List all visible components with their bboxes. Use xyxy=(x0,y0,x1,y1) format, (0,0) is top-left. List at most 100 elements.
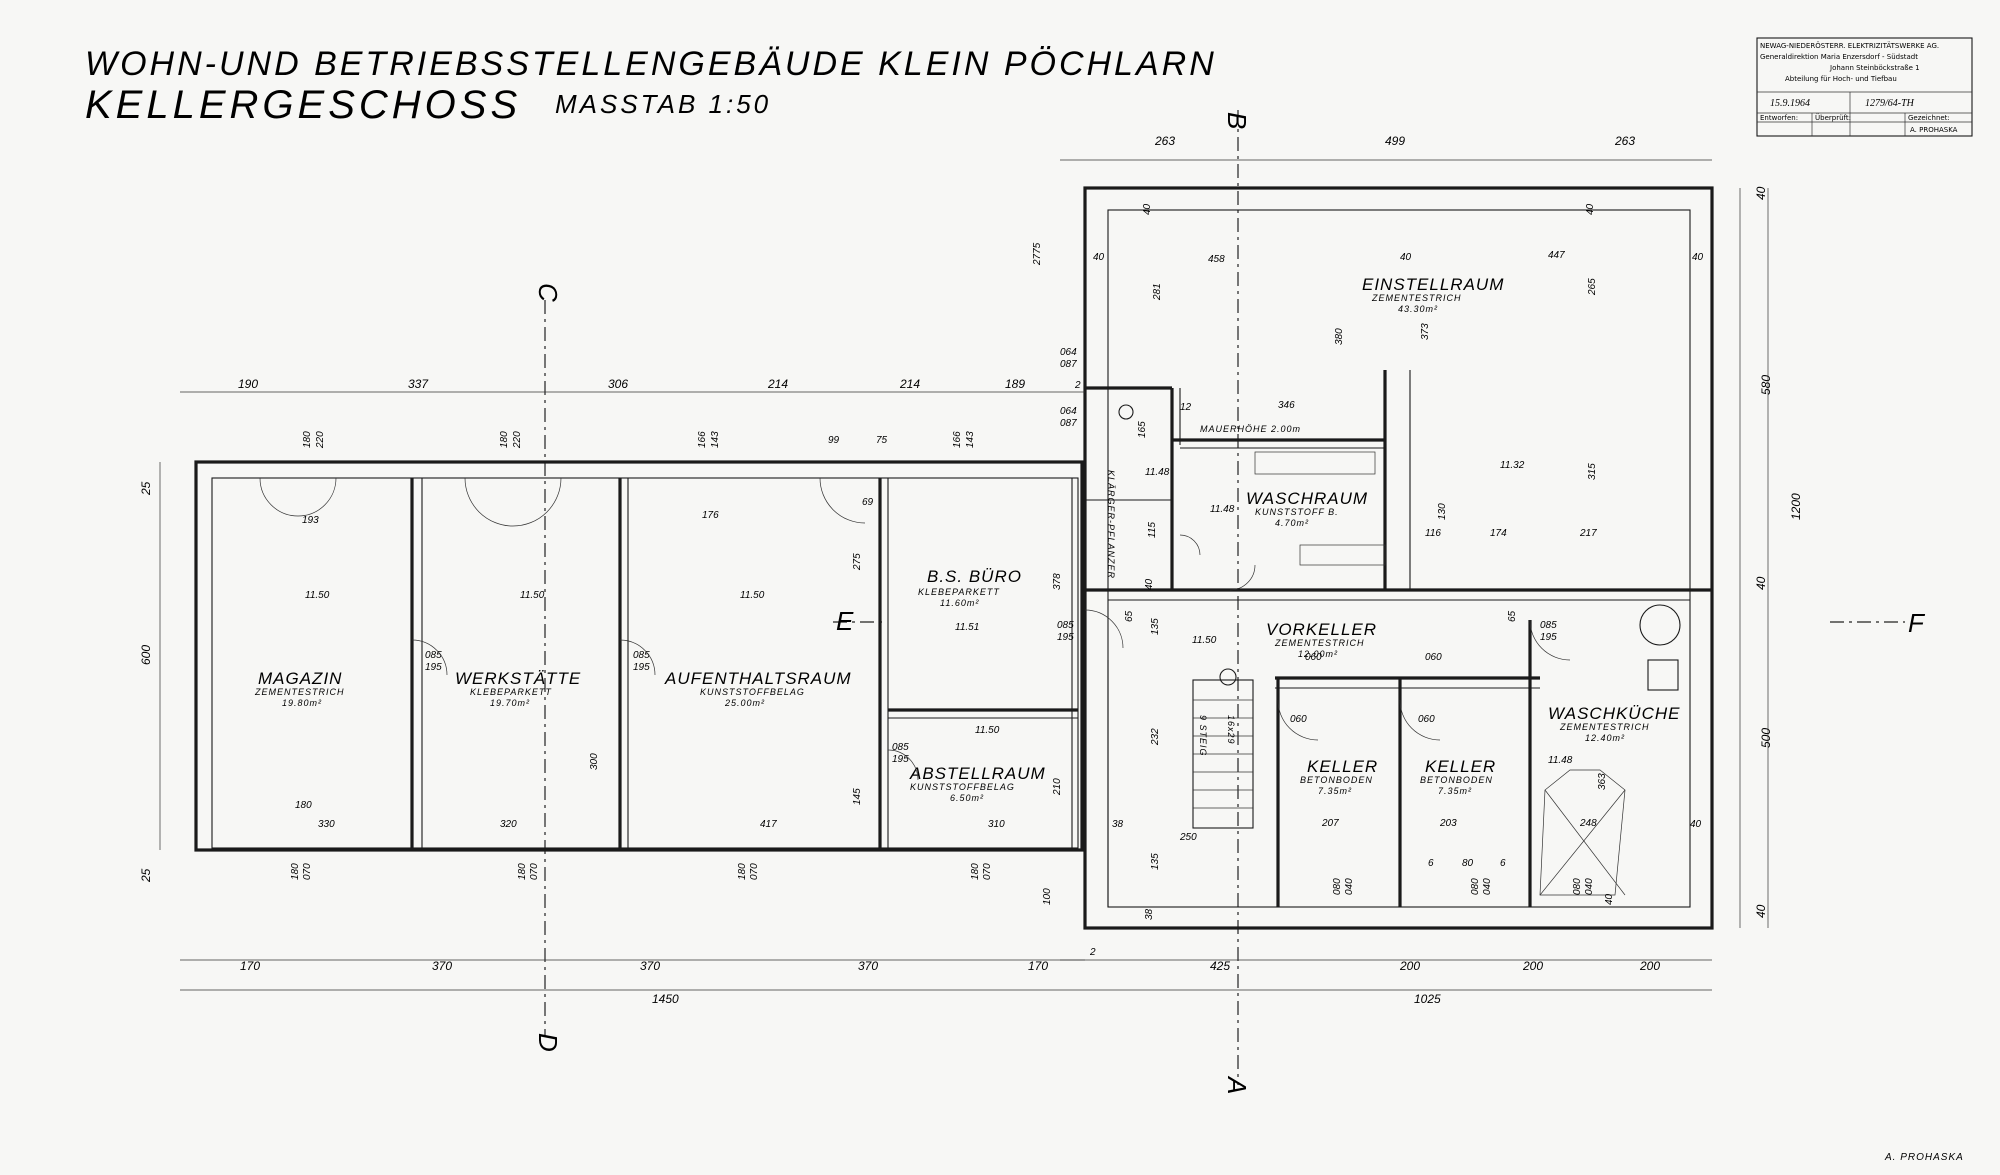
dimension-label: 200 xyxy=(1522,959,1543,973)
stamp-drawn: Gezeichnet: xyxy=(1908,114,1950,122)
dimension-label: 69 xyxy=(862,497,874,508)
dimension-label: 064 xyxy=(1060,347,1077,358)
room-aufenthalt: AUFENTHALTSRAUM xyxy=(664,669,852,688)
label-steig: 9 STEIG xyxy=(1198,715,1208,757)
dimension-label: 203 xyxy=(1439,818,1457,829)
dimension-label: 193 xyxy=(302,515,319,526)
room-keller-2-floor: BETONBODEN xyxy=(1420,775,1493,785)
dimension-label: 165 xyxy=(1137,421,1148,438)
dimension-lines xyxy=(159,159,1769,991)
dimension-label: 180 xyxy=(295,800,312,811)
dimension-texts: 190 337 306 214 214 189 263 499 263 170 … xyxy=(139,134,1803,1006)
dimension-label: 180 xyxy=(302,431,313,448)
dimension-label: 085 xyxy=(633,650,650,661)
dimension-label: 11.32 xyxy=(1500,460,1525,471)
dimension-label: 40 xyxy=(1754,186,1768,200)
dimension-label: 11.48 xyxy=(1210,504,1235,515)
title-stamp: NEWAG-NIEDERÖSTERR. ELEKTRIZITÄTSWERKE A… xyxy=(1756,37,1973,137)
label-mauerhoehe: MAUERHÖHE 2.00m xyxy=(1200,424,1301,434)
dimension-label: 315 xyxy=(1587,463,1598,480)
dimension-label: 11.50 xyxy=(975,725,1000,736)
room-magazin-area: 19.80m² xyxy=(282,698,322,708)
dimension-label: 087 xyxy=(1060,359,1077,370)
dimension-label: 11.51 xyxy=(955,622,979,633)
section-label-e: E xyxy=(836,606,856,636)
room-buero-area: 11.60m² xyxy=(940,598,979,608)
dimension-label: 214 xyxy=(767,377,788,391)
stamp-company: NEWAG-NIEDERÖSTERR. ELEKTRIZITÄTSWERKE A… xyxy=(1760,41,1939,50)
room-magazin: MAGAZIN xyxy=(258,669,342,688)
dimension-label: 200 xyxy=(1639,959,1660,973)
drawing-subtitle: KELLERGESCHOSS xyxy=(85,83,521,127)
dimension-label: 060 xyxy=(1425,652,1442,663)
dimension-label: 346 xyxy=(1278,400,1295,411)
door-swings xyxy=(259,477,1571,781)
room-keller-1-floor: BETONBODEN xyxy=(1300,775,1373,785)
room-labels: MAGAZIN ZEMENTESTRICH 19.80m² WERKSTÄTTE… xyxy=(254,275,1679,803)
dimension-label: 200 xyxy=(1399,959,1420,973)
dimension-label: 99 xyxy=(828,435,840,446)
dimension-label: 40 xyxy=(1585,203,1596,215)
dimension-label: 070 xyxy=(982,863,993,880)
dimension-label: 085 xyxy=(1057,620,1074,631)
dimension-label: 1450 xyxy=(652,992,679,1006)
section-label-d: D xyxy=(533,1033,563,1055)
dimension-label: 11.50 xyxy=(520,590,545,601)
dimension-label: 214 xyxy=(899,377,920,391)
dimension-label: 210 xyxy=(1052,778,1063,796)
dimension-label: 1025 xyxy=(1414,992,1441,1006)
dimension-label: 195 xyxy=(633,662,650,673)
dimension-label: 166 xyxy=(952,431,963,448)
dimension-label: 080 xyxy=(1470,878,1481,895)
dimension-label: 25 xyxy=(139,481,153,496)
room-magazin-floor: ZEMENTESTRICH xyxy=(254,687,345,697)
stamp-department: Abteilung für Hoch- und Tiefbau xyxy=(1785,75,1897,83)
dimension-label: 248 xyxy=(1579,818,1597,829)
section-label-c: C xyxy=(533,283,563,305)
room-buero: B.S. BÜRO xyxy=(927,567,1022,586)
dimension-label: 070 xyxy=(302,863,313,880)
section-label-b: B xyxy=(1222,112,1252,132)
dimension-label: 060 xyxy=(1418,714,1435,725)
dimension-label: 115 xyxy=(1147,522,1158,538)
dimension-label: 38 xyxy=(1112,819,1124,830)
dimension-label: 207 xyxy=(1321,818,1339,829)
dimension-label: 220 xyxy=(512,431,523,449)
dimension-label: 263 xyxy=(1614,134,1635,148)
dimension-label: 265 xyxy=(1587,278,1598,296)
dimension-label: 085 xyxy=(425,650,442,661)
dimension-label: 40 xyxy=(1400,252,1412,263)
dimension-label: 060 xyxy=(1290,714,1307,725)
room-einstell-floor: ZEMENTESTRICH xyxy=(1371,293,1462,303)
dimension-label: 087 xyxy=(1060,418,1077,429)
dimension-label: 070 xyxy=(529,863,540,880)
dimension-label: 2 xyxy=(1074,380,1081,391)
room-waschraum: WASCHRAUM xyxy=(1246,489,1368,508)
dimension-label: 40 xyxy=(1754,904,1768,918)
dimension-label: 190 xyxy=(238,377,258,391)
dimension-label: 370 xyxy=(432,959,452,973)
dimension-label: 580 xyxy=(1759,375,1773,395)
dimension-label: 174 xyxy=(1490,528,1507,539)
room-klaerpf: KLÄRGER-PFLANZER xyxy=(1106,470,1116,579)
dimension-label: 143 xyxy=(965,431,976,448)
dimension-label: 135 xyxy=(1150,618,1161,635)
dimension-label: 306 xyxy=(608,377,628,391)
dimension-label: 195 xyxy=(425,662,442,673)
dimension-label: 40 xyxy=(1144,578,1155,590)
room-aufenthalt-area: 25.00m² xyxy=(724,698,765,708)
label-stair: 16x29 xyxy=(1226,715,1236,745)
dimension-label: 070 xyxy=(749,863,760,880)
dimension-label: 600 xyxy=(139,645,153,665)
dimension-label: 143 xyxy=(710,431,721,448)
stamp-address2: Johann Steinböckstraße 1 xyxy=(1829,64,1920,72)
section-label-f: F xyxy=(1908,608,1927,638)
room-keller-2: KELLER xyxy=(1425,757,1496,776)
signature: A. PROHASKA xyxy=(1884,1152,1964,1163)
dimension-label: 500 xyxy=(1759,728,1773,748)
dimension-label: 189 xyxy=(1005,377,1025,391)
dimension-label: 116 xyxy=(1425,528,1441,539)
dimension-label: 060 xyxy=(1305,652,1322,663)
stamp-drawn-by: A. PROHASKA xyxy=(1910,126,1958,134)
room-abstell-floor: KUNSTSTOFFBELAG xyxy=(910,782,1015,792)
